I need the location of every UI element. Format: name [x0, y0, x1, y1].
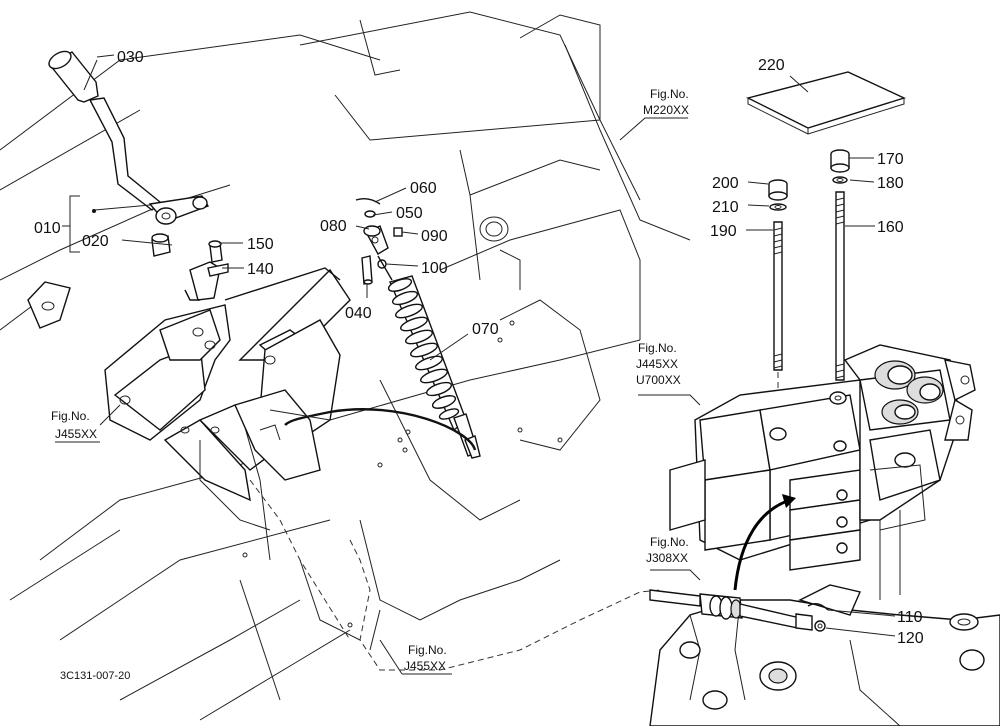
stud-190 [768, 179, 788, 410]
label-080: 080 [320, 218, 347, 235]
fig-ref-j308: Fig.No. J308XX [646, 535, 689, 565]
svg-text:Fig.No.: Fig.No. [650, 87, 689, 101]
fig-ref-j455-bottom: Fig.No. J455XX [404, 643, 447, 673]
svg-text:J308XX: J308XX [646, 551, 688, 565]
label-210: 210 [712, 199, 739, 216]
label-190: 190 [710, 223, 737, 240]
cable-070 [269, 197, 481, 459]
cable-bellows [387, 275, 467, 432]
cable-route-2 [249, 479, 351, 641]
svg-text:U700XX: U700XX [636, 373, 681, 387]
fig-ref-j455-left: Fig.No. J455XX [51, 409, 97, 441]
label-180: 180 [877, 175, 904, 192]
tractor-body-outline [0, 11, 691, 721]
label-100: 100 [421, 260, 448, 277]
figure-references: Fig.No. M220XX Fig.No. J455XX Fig.No. J4… [51, 87, 689, 673]
label-200: 200 [712, 175, 739, 192]
lever-bracket-assembly [104, 267, 351, 561]
label-050: 050 [396, 205, 423, 222]
svg-text:M220XX: M220XX [643, 103, 689, 117]
svg-text:Fig.No.: Fig.No. [650, 535, 689, 549]
fig-ref-j445: Fig.No. J445XX U700XX [636, 341, 681, 387]
svg-text:Fig.No.: Fig.No. [408, 643, 447, 657]
leader-lines [55, 54, 896, 675]
label-140: 140 [247, 261, 274, 278]
label-110: 110 [897, 609, 923, 626]
transmission-housing [649, 584, 1000, 726]
label-060: 060 [410, 180, 437, 197]
label-160: 160 [877, 219, 904, 236]
label-090: 090 [421, 228, 448, 245]
plate-220 [746, 71, 906, 135]
drawing-code: 3C131-007-20 [60, 670, 130, 682]
control-valve [669, 344, 976, 600]
label-020: 020 [82, 233, 109, 250]
label-120: 120 [897, 630, 924, 647]
label-220: 220 [758, 57, 785, 74]
svg-text:J455XX: J455XX [404, 659, 446, 673]
label-150: 150 [247, 236, 274, 253]
svg-text:Fig.No.: Fig.No. [638, 341, 677, 355]
part-labels: 030 010 020 150 140 060 050 080 090 100 … [34, 49, 924, 647]
label-170: 170 [877, 151, 904, 168]
label-030: 030 [117, 49, 144, 66]
label-070: 070 [472, 321, 499, 338]
svg-text:Fig.No.: Fig.No. [51, 409, 90, 423]
shift-lever [48, 50, 229, 301]
svg-text:J445XX: J445XX [636, 357, 678, 371]
cable-route [349, 539, 661, 671]
cable-end-110-120 [649, 589, 829, 632]
label-010: 010 [34, 220, 61, 237]
stud-160 [830, 149, 850, 400]
svg-text:J455XX: J455XX [55, 427, 97, 441]
fig-ref-m220: Fig.No. M220XX [643, 87, 689, 117]
label-040: 040 [345, 305, 372, 322]
